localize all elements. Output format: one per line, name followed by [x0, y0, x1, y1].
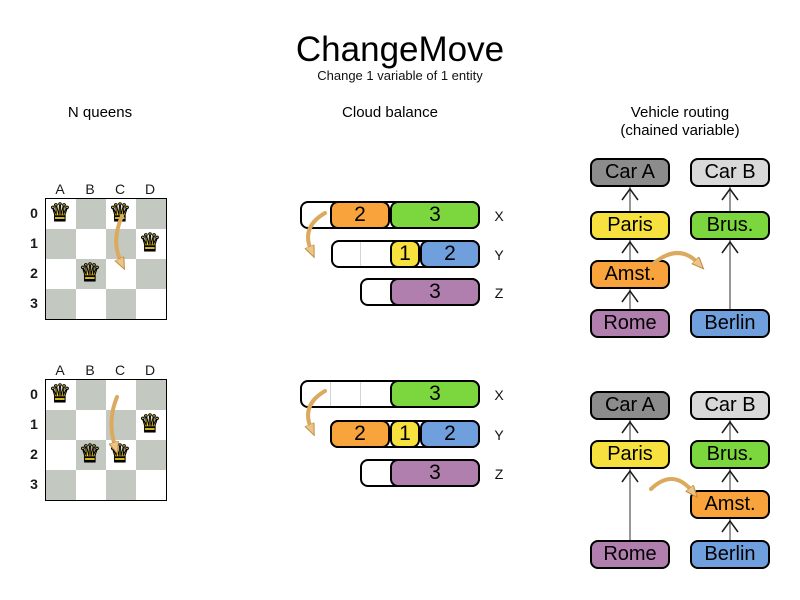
- vehicle-node-berlin: Berlin: [690, 540, 770, 569]
- process-block: 3: [390, 201, 480, 229]
- process-block: 3: [390, 278, 480, 306]
- vehicle-node-rome: Rome: [590, 540, 670, 569]
- column-header-vehicle: Vehicle routing: [630, 104, 730, 121]
- process-block: 2: [420, 420, 480, 448]
- vehicle-node-car-a: Car A: [590, 158, 670, 187]
- board-row-label: 1: [30, 235, 38, 251]
- bar-label: Z: [494, 466, 504, 482]
- column-header-nqueens: N queens: [67, 104, 133, 121]
- vehicle-node-paris: Paris: [590, 440, 670, 469]
- process-block: 1: [390, 240, 420, 268]
- board-row-label: 0: [30, 386, 38, 402]
- vehicle-node-berlin: Berlin: [690, 309, 770, 338]
- bar-label: X: [494, 387, 504, 403]
- queen-icon: ♛: [138, 229, 162, 258]
- move-arrow-vehicle-after: [649, 477, 692, 491]
- vehicle-node-car-b: Car B: [690, 391, 770, 420]
- queen-icon: ♛: [48, 380, 72, 409]
- vehicle-node-car-b: Car B: [690, 158, 770, 187]
- board-col-label: B: [85, 362, 95, 378]
- board-row-label: 3: [30, 476, 38, 492]
- vehicle-node-amst: Amst.: [590, 260, 670, 289]
- queen-icon: ♛: [78, 259, 102, 288]
- board-col-label: D: [144, 362, 156, 378]
- vehicle-node-amst: Amst.: [690, 490, 770, 519]
- queen-icon: ♛: [108, 440, 132, 469]
- board-row-label: 2: [30, 446, 38, 462]
- chessboard-before: [45, 198, 167, 320]
- board-row-label: 0: [30, 205, 38, 221]
- board-col-label: A: [55, 362, 65, 378]
- chain-arrowheads: [621, 187, 739, 533]
- chessboard-after: [45, 379, 167, 501]
- board-col-label: A: [55, 181, 65, 197]
- vehicle-node-brus: Brus.: [690, 211, 770, 240]
- process-block: 3: [390, 459, 480, 487]
- page-subtitle: Change 1 variable of 1 entity: [317, 68, 483, 83]
- vehicle-node-car-a: Car A: [590, 391, 670, 420]
- process-block: 2: [330, 201, 390, 229]
- page-title: ChangeMove: [295, 30, 505, 69]
- bar-label: X: [494, 208, 504, 224]
- column-header-vehicle-sub: (chained variable): [620, 122, 740, 139]
- board-row-label: 2: [30, 265, 38, 281]
- bar-divider: [330, 382, 331, 406]
- bar-label: Z: [494, 285, 504, 301]
- bar-label: Y: [494, 427, 504, 443]
- process-block: 2: [330, 420, 390, 448]
- queen-icon: ♛: [108, 199, 132, 228]
- board-col-label: B: [85, 181, 95, 197]
- queen-icon: ♛: [48, 199, 72, 228]
- board-row-label: 1: [30, 416, 38, 432]
- process-block: 3: [390, 380, 480, 408]
- board-col-label: C: [114, 362, 126, 378]
- bar-label: Y: [494, 247, 504, 263]
- queen-icon: ♛: [138, 410, 162, 439]
- queen-icon: ♛: [78, 440, 102, 469]
- process-block: 1: [390, 420, 420, 448]
- bar-divider: [360, 382, 361, 406]
- vehicle-node-brus: Brus.: [690, 440, 770, 469]
- column-header-cloud: Cloud balance: [342, 104, 438, 121]
- board-col-label: C: [114, 181, 126, 197]
- vehicle-node-rome: Rome: [590, 309, 670, 338]
- board-col-label: D: [144, 181, 156, 197]
- vehicle-node-paris: Paris: [590, 211, 670, 240]
- process-block: 2: [420, 240, 480, 268]
- board-row-label: 3: [30, 295, 38, 311]
- bar-divider: [360, 242, 361, 266]
